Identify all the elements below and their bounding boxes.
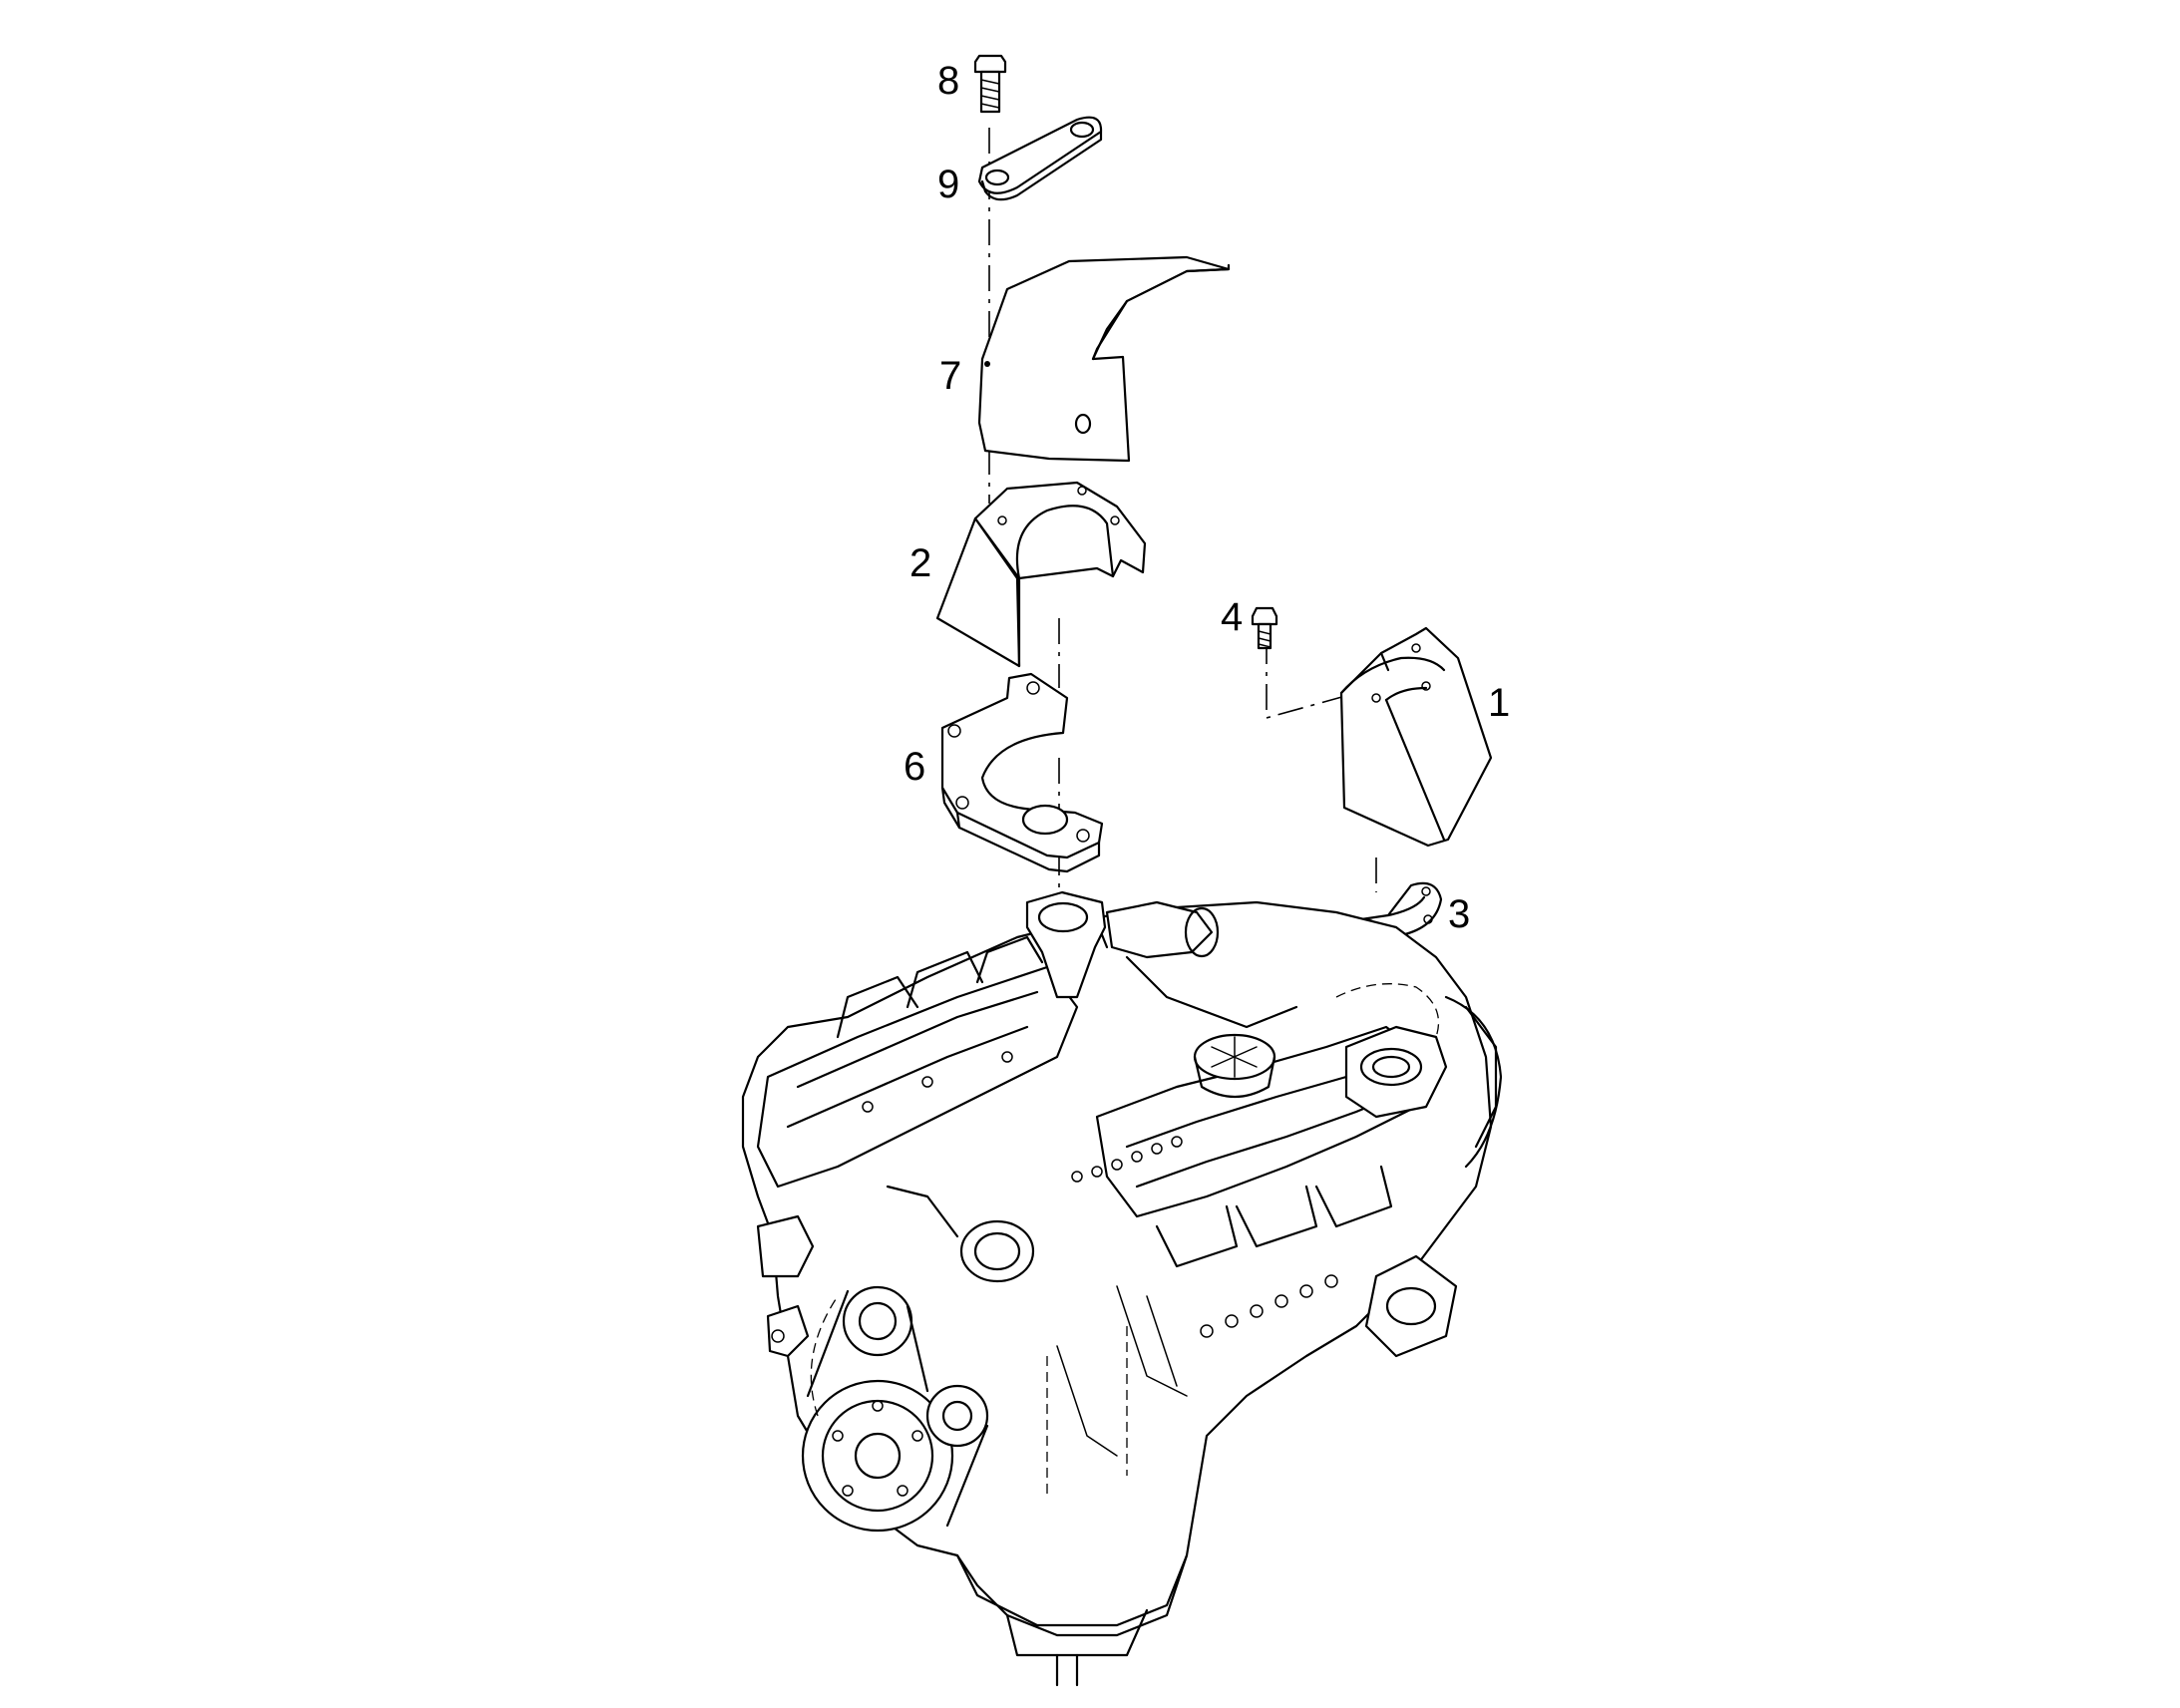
engine-detail-bolts (862, 1051, 1338, 1338)
callout-7: 7 (939, 354, 961, 398)
part-7-heat-shield[interactable] (977, 255, 1231, 463)
callout-6: 6 (904, 745, 925, 789)
callout-3: 3 (1448, 892, 1470, 936)
callout-4: 4 (1221, 595, 1243, 639)
part-4-small-bolt[interactable] (1251, 606, 1278, 650)
part-9-strap-plate[interactable] (977, 116, 1103, 201)
part-2-heat-shield[interactable] (935, 481, 1147, 668)
engine-assembly (741, 890, 1503, 1687)
callout-1: 1 (1488, 681, 1510, 725)
part-1-heat-shield-cover[interactable] (1339, 626, 1493, 848)
part-8-bolt[interactable] (973, 54, 1007, 114)
part-6-mounting-bracket[interactable] (940, 672, 1104, 873)
callout-2: 2 (909, 541, 931, 585)
callout-labels: 8 9 7 2 4 1 6 3 (904, 59, 1510, 936)
callout-8: 8 (937, 59, 959, 103)
callout-9: 9 (937, 163, 959, 206)
